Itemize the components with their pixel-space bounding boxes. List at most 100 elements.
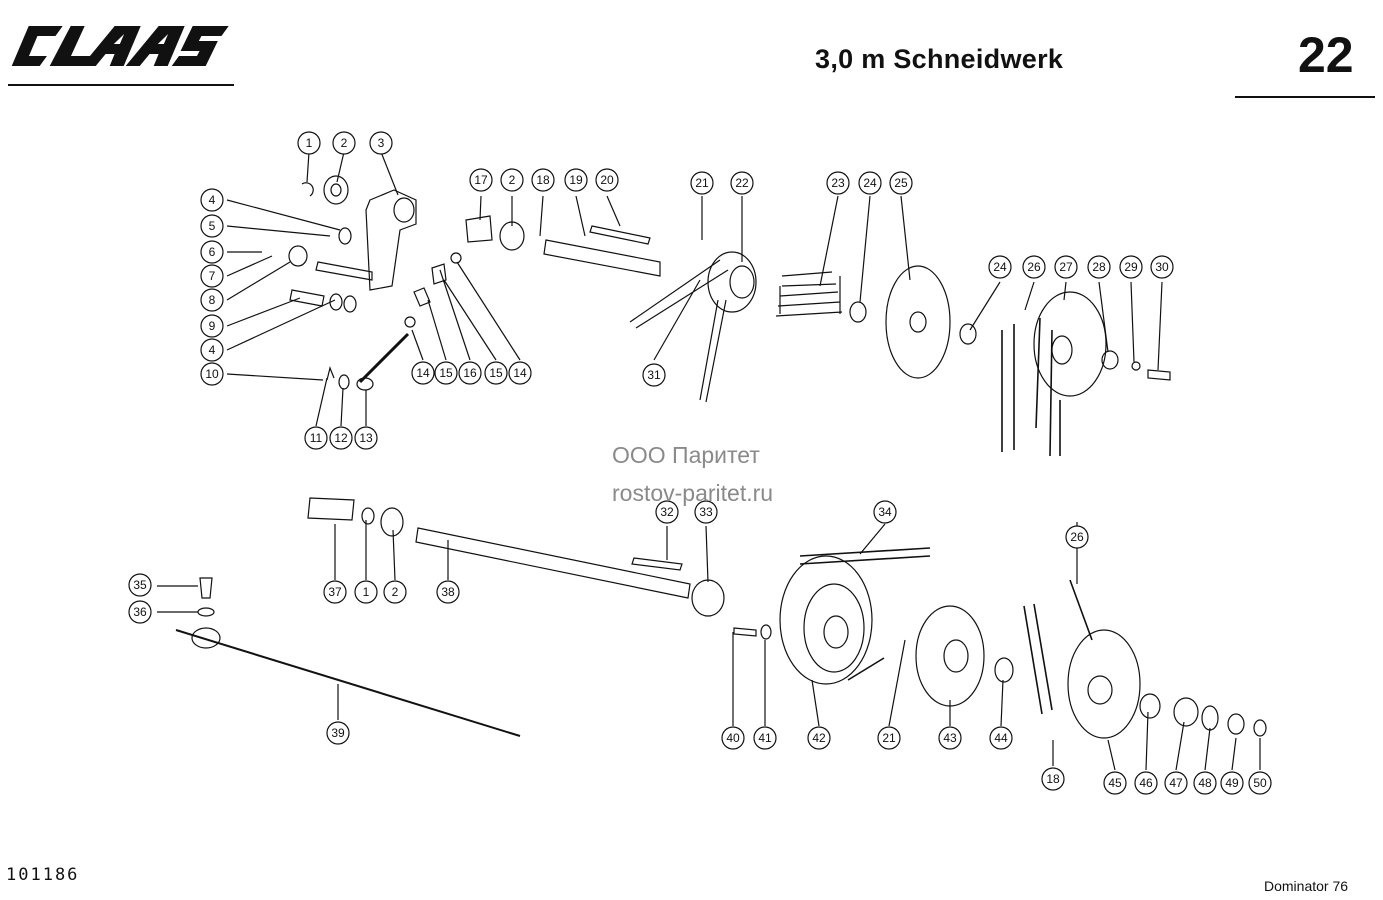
callout-circle bbox=[354, 580, 378, 604]
part-sleeve bbox=[431, 263, 447, 285]
watermark-line: ООО Паритет bbox=[612, 442, 760, 468]
callout-label: 1 bbox=[363, 585, 370, 599]
leader-line bbox=[732, 522, 1261, 771]
callout-label: 21 bbox=[882, 731, 896, 745]
callout-circle bbox=[1041, 767, 1065, 791]
callout-label: 47 bbox=[1169, 776, 1183, 790]
callout-label: 50 bbox=[1253, 776, 1267, 790]
callout-label: 3 bbox=[378, 136, 385, 150]
callout-label: 40 bbox=[726, 731, 740, 745]
model-label: Dominator 76 bbox=[1264, 878, 1349, 894]
part-pin bbox=[289, 289, 325, 307]
callout-circle bbox=[989, 726, 1013, 750]
leader-line bbox=[157, 520, 886, 720]
part-bearing bbox=[323, 175, 349, 205]
callout-circle bbox=[721, 726, 745, 750]
callout-label: 9 bbox=[209, 319, 216, 333]
callout-circle bbox=[434, 361, 458, 385]
callout-label: 5 bbox=[209, 219, 216, 233]
part-toothed-belt bbox=[1001, 317, 1061, 457]
callout-circle bbox=[877, 726, 901, 750]
callout-label: 38 bbox=[441, 585, 455, 599]
header-rule bbox=[1235, 96, 1375, 98]
part-pulley bbox=[707, 251, 757, 313]
part-toothed-pulley bbox=[1067, 629, 1141, 739]
callout-label: 26 bbox=[1070, 530, 1084, 544]
callout-circle bbox=[1022, 255, 1046, 279]
callout-circle bbox=[354, 426, 378, 450]
callout-label: 26 bbox=[1027, 260, 1041, 274]
part-v-pulley bbox=[779, 555, 873, 685]
callout-circle bbox=[1119, 255, 1143, 279]
page-title: 3,0 m Schneidwerk bbox=[815, 44, 1064, 74]
callout-circle bbox=[595, 168, 619, 192]
part-bearing bbox=[691, 579, 725, 617]
callout-label: 13 bbox=[359, 431, 373, 445]
callout-circle bbox=[304, 426, 328, 450]
part-pulley-disc bbox=[915, 605, 985, 707]
header-rule bbox=[8, 84, 234, 86]
callout-circle bbox=[1103, 771, 1127, 795]
part-shaft bbox=[415, 527, 691, 599]
callout-label: 15 bbox=[439, 366, 453, 380]
callout-circle bbox=[329, 426, 353, 450]
callout-circle bbox=[200, 314, 224, 338]
callout-circle bbox=[1248, 771, 1272, 795]
callout-circle bbox=[200, 288, 224, 312]
callout-circle bbox=[500, 168, 524, 192]
callout-circle bbox=[1065, 525, 1089, 549]
callout-label: 24 bbox=[993, 260, 1007, 274]
callout-circle bbox=[873, 500, 897, 524]
callout-circle bbox=[1220, 771, 1244, 795]
callout-circle bbox=[690, 171, 714, 195]
callout-label: 46 bbox=[1139, 776, 1153, 790]
callout-label: 19 bbox=[569, 173, 583, 187]
callout-label: 15 bbox=[489, 366, 503, 380]
callout-circle bbox=[458, 361, 482, 385]
callout-label: 21 bbox=[695, 176, 709, 190]
callout-circle bbox=[200, 240, 224, 264]
callout-label: 24 bbox=[863, 176, 877, 190]
callout-circle bbox=[988, 255, 1012, 279]
callout-circle bbox=[200, 362, 224, 386]
callout-label: 20 bbox=[600, 173, 614, 187]
callout-label: 36 bbox=[133, 605, 147, 619]
part-cable bbox=[175, 629, 521, 737]
callout-label: 33 bbox=[699, 505, 713, 519]
watermark-line: rostov-paritet.ru bbox=[612, 480, 774, 506]
callout-circle bbox=[1164, 771, 1188, 795]
callout-label: 48 bbox=[1198, 776, 1212, 790]
callout-label: 37 bbox=[328, 585, 342, 599]
callout-circle bbox=[1150, 255, 1174, 279]
callout-circle bbox=[200, 264, 224, 288]
callout-circle bbox=[297, 131, 321, 155]
callout-circle bbox=[531, 168, 555, 192]
claas-logo bbox=[11, 26, 229, 66]
callout-circle bbox=[1193, 771, 1217, 795]
callout-circle bbox=[128, 600, 152, 624]
callout-label: 43 bbox=[943, 731, 957, 745]
callout-label: 28 bbox=[1092, 260, 1106, 274]
callout-circle bbox=[1054, 255, 1078, 279]
callout-circle bbox=[411, 361, 435, 385]
callout-label: 18 bbox=[1046, 772, 1060, 786]
callout-circle bbox=[753, 726, 777, 750]
callout-label: 6 bbox=[209, 245, 216, 259]
part-pulley-disc bbox=[885, 265, 951, 379]
callout-label: 14 bbox=[513, 366, 527, 380]
leader-line bbox=[479, 195, 1163, 371]
callout-circle bbox=[889, 171, 913, 195]
part-bracket bbox=[365, 189, 417, 291]
callout-circle bbox=[484, 361, 508, 385]
callout-label: 29 bbox=[1124, 260, 1138, 274]
part-shaft bbox=[543, 239, 661, 277]
part-key bbox=[631, 557, 683, 571]
callout-circle bbox=[807, 726, 831, 750]
part-bolt bbox=[199, 577, 213, 599]
callout-label: 34 bbox=[878, 505, 892, 519]
callout-label: 32 bbox=[660, 505, 674, 519]
callout-label: 41 bbox=[758, 731, 772, 745]
part-bushing bbox=[307, 497, 355, 521]
callout-label: 27 bbox=[1059, 260, 1073, 274]
